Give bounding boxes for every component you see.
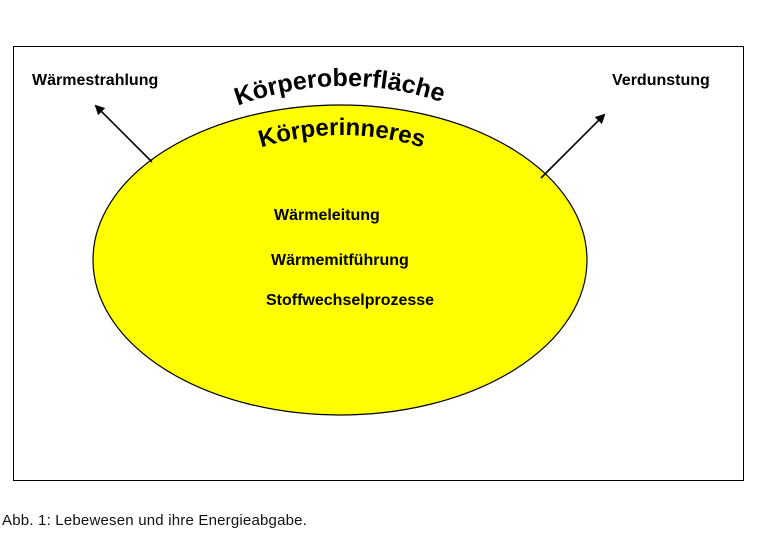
- evaporation-arrow: [540, 113, 606, 179]
- metabolism-label: Stoffwechselprozesse: [266, 292, 434, 309]
- evaporation-label: Verdunstung: [612, 72, 710, 89]
- diagram-frame: [13, 46, 744, 481]
- radiation-label: Wärmestrahlung: [32, 72, 158, 89]
- body-surface-label: Körperoberfläche: [231, 64, 449, 111]
- heat-convection-label: Wärmemitführung: [271, 252, 409, 269]
- radiation-arrow: [94, 104, 153, 163]
- heat-conduction-label: Wärmeleitung: [274, 207, 380, 224]
- body-ellipse: [92, 104, 588, 416]
- figure-caption: Abb. 1: Lebewesen und ihre Energieabgabe…: [2, 512, 308, 529]
